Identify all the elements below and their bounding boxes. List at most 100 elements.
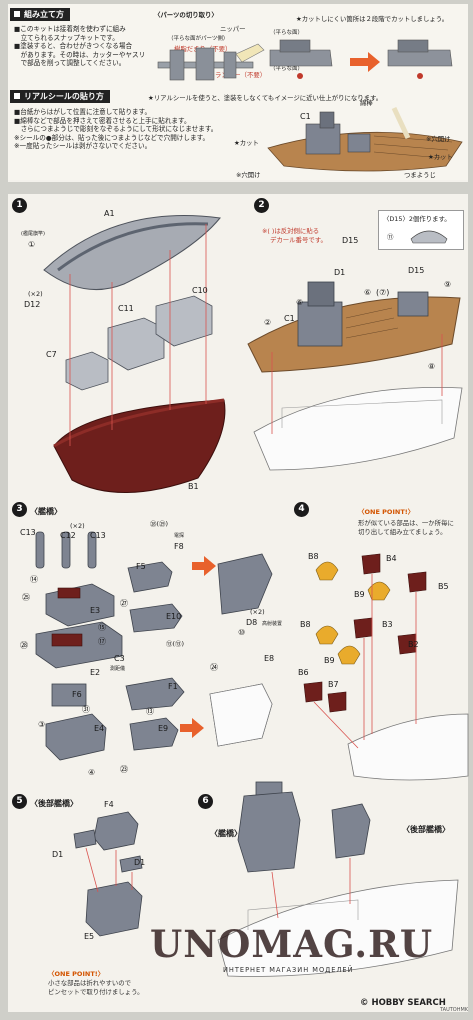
flat-side-label-2: （平らな面）	[270, 66, 304, 72]
step3-decal-28-29: ㉘(㉙)	[150, 520, 169, 528]
hole-label-1: ※穴開け	[236, 171, 261, 179]
step2-part-D15-b: D15	[408, 266, 425, 275]
two-step-cut-note: ★カットしにくい箇所は２段階でカットしましょう。	[296, 15, 449, 23]
step-3-illustration	[35, 531, 273, 761]
d15-box-label: 〈D15〉2個作ります。	[383, 215, 451, 223]
parts-cut-title: 〈パーツの切り取り〉	[154, 11, 218, 19]
assembly-line: 立てられるスナップキットです。	[14, 33, 119, 42]
step3-part-E4: E4	[94, 724, 105, 733]
step2-decal-5: ⑤	[296, 298, 304, 307]
sticker-line: ■台紙からはがして位置に注意して貼ります。	[14, 108, 152, 116]
step3-part-F1: F1	[168, 682, 178, 691]
step4-one-point-line: 形が似ている部品は、一か所毎に	[358, 519, 454, 527]
step5-one-point-line: 小さな部品は折れやすいので	[48, 979, 132, 987]
step1-part-decal-1: ①	[28, 240, 36, 249]
watermark-text: UNOMAG.RU	[150, 922, 434, 966]
step3-decal-28: ㉘	[20, 641, 28, 650]
step3-decal-14: ⑭	[30, 575, 38, 584]
step2-part-D1: D1	[334, 268, 346, 277]
step4-part-B3: B3	[382, 620, 393, 629]
step3-part-C12: C12	[60, 531, 76, 540]
runner-illustration	[157, 43, 265, 81]
step2-decal-7: (⑦)	[376, 288, 390, 297]
step3-part-E9: E9	[158, 724, 169, 733]
assembly-instructions: ■このキットは接着剤を使わずに組み 立てられるスナップキットです。 ■塗装すると…	[14, 25, 145, 68]
step4-part-B4: B4	[386, 554, 397, 563]
instruction-sheet: 組み立て方 ■このキットは接着剤を使わずに組み 立てられるスナップキットです。 …	[8, 4, 469, 1013]
sticker-title: リアルシールの貼り方	[10, 90, 110, 103]
step3-decal-25: ㉕	[22, 593, 30, 602]
step2-decal-6: ⑥	[364, 288, 372, 297]
step4-one-point-text: 形が似ている部品は、一か所毎に 切り出して組み立てましょう。	[358, 519, 454, 537]
step5-part-D1-a: D1	[52, 850, 64, 859]
assembly-line: があります。その時は、カッターやヤスリ	[14, 50, 146, 59]
cut-label-1: ★カット	[234, 139, 259, 147]
step3-qty-1: (×2)	[70, 522, 85, 530]
flat-side-part-label: （平らな面がパーツ側）	[168, 36, 229, 42]
step5-one-point-text: 小さな部品は折れやすいので ピンセットで取り付けましょう。	[48, 979, 143, 997]
step-2-number: 2	[254, 198, 269, 213]
step1-part-B1: B1	[188, 482, 199, 491]
step3-qty-2: (×2)	[250, 608, 265, 616]
step1-part-C10: C10	[192, 286, 208, 295]
step3-decal-13: ⑬	[146, 707, 154, 716]
step3-decal-4: ④	[88, 768, 96, 777]
section-divider	[8, 182, 468, 194]
step4-part-B5: B5	[438, 582, 449, 591]
step1-part-A1: A1	[104, 209, 115, 218]
step4-part-B8-a: B8	[308, 552, 319, 561]
step6-rear-bridge-label: 〈後部艦橋〉	[402, 825, 450, 834]
step3-part-F6: F6	[72, 690, 82, 699]
step5-part-D1-b: D1	[134, 858, 146, 867]
step3-part-E2: E2	[90, 668, 101, 677]
assembly-title: 組み立て方	[10, 8, 70, 21]
cut-label-2: ★カット	[428, 153, 453, 161]
sticker-ship-illustration	[267, 106, 463, 172]
sticker-intro: ★リアルシールを使うと、塗装をしなくてもイメージに近い仕上がりになります。	[148, 94, 383, 102]
step2-part-D15-a: D15	[342, 236, 359, 245]
step5-title: 〈後部艦橋〉	[30, 799, 78, 808]
step-6-illustration	[217, 781, 459, 977]
step2-decal-note-1: ※( )は反対側に貼る	[262, 227, 320, 235]
step1-flag-note: (艦尾旗竿)	[21, 231, 45, 237]
step3-decal-27: ㉗	[120, 599, 128, 608]
step-4-number: 4	[294, 502, 309, 517]
sticker-line: ※シールの●部分は、貼った後につまようじなどで穴開けします。	[14, 133, 210, 142]
toothpick-label: つまようじ	[404, 171, 436, 179]
step5-part-F4: F4	[104, 800, 114, 809]
step3-arrow-1	[192, 556, 216, 576]
step1-part-D12: D12	[24, 300, 41, 309]
step3-part-E3: E3	[90, 606, 101, 615]
step4-one-point: 〈ONE POINT!〉	[358, 508, 415, 516]
d15-box-decal: ⑪	[387, 233, 394, 241]
cotton-swab-label: 綿棒	[360, 99, 373, 107]
part-c1-label: C1	[300, 112, 311, 121]
runner-label: ランナー（不要）	[215, 71, 267, 79]
step5-one-point-line: ピンセットで取り付けましょう。	[48, 988, 144, 996]
step3-f8-note: 電探	[174, 533, 185, 539]
step3-part-C13-a: C13	[20, 528, 36, 537]
d15-callout-box: 〈D15〉2個作ります。 ⑪	[378, 210, 464, 250]
step-1-illustration	[43, 215, 226, 493]
top-info-section: 組み立て方 ■このキットは接着剤を使わずに組み 立てられるスナップキットです。 …	[8, 4, 468, 180]
step4-part-B6: B6	[298, 668, 309, 677]
step3-decal-13-13: ⑬(⑬)	[166, 640, 185, 648]
step1-part-C7: C7	[46, 350, 57, 359]
step2-decal-9: ⑨	[444, 280, 452, 289]
step4-part-B9-b: B9	[324, 656, 335, 665]
step4-one-point-line: 切り出して組み立てましょう。	[358, 528, 447, 536]
step3-decal-3: ③	[38, 720, 46, 729]
step2-decal-2: ②	[264, 318, 272, 327]
assembly-line: ■塗装すると、合わせがきつくなる場合	[14, 42, 133, 51]
step6-bridge-label: 〈艦橋〉	[210, 829, 242, 838]
step5-part-E5: E5	[84, 932, 95, 941]
step3-part-E10: E10	[166, 612, 182, 621]
d15-part-illustration	[410, 230, 448, 244]
sticker-line: さらにつまようじで彫刻をなぞるようにして形状になじませます。	[14, 125, 218, 134]
step3-decal-15: ⑮	[98, 623, 106, 632]
nipper-label: ニッパー	[220, 25, 246, 33]
step5-one-point: 〈ONE POINT!〉	[48, 970, 105, 978]
step-3-number: 3	[12, 502, 27, 517]
credit-text: HOBBY SEARCH	[371, 998, 446, 1008]
assembly-line: で部品を削って調整してください。	[14, 59, 126, 68]
